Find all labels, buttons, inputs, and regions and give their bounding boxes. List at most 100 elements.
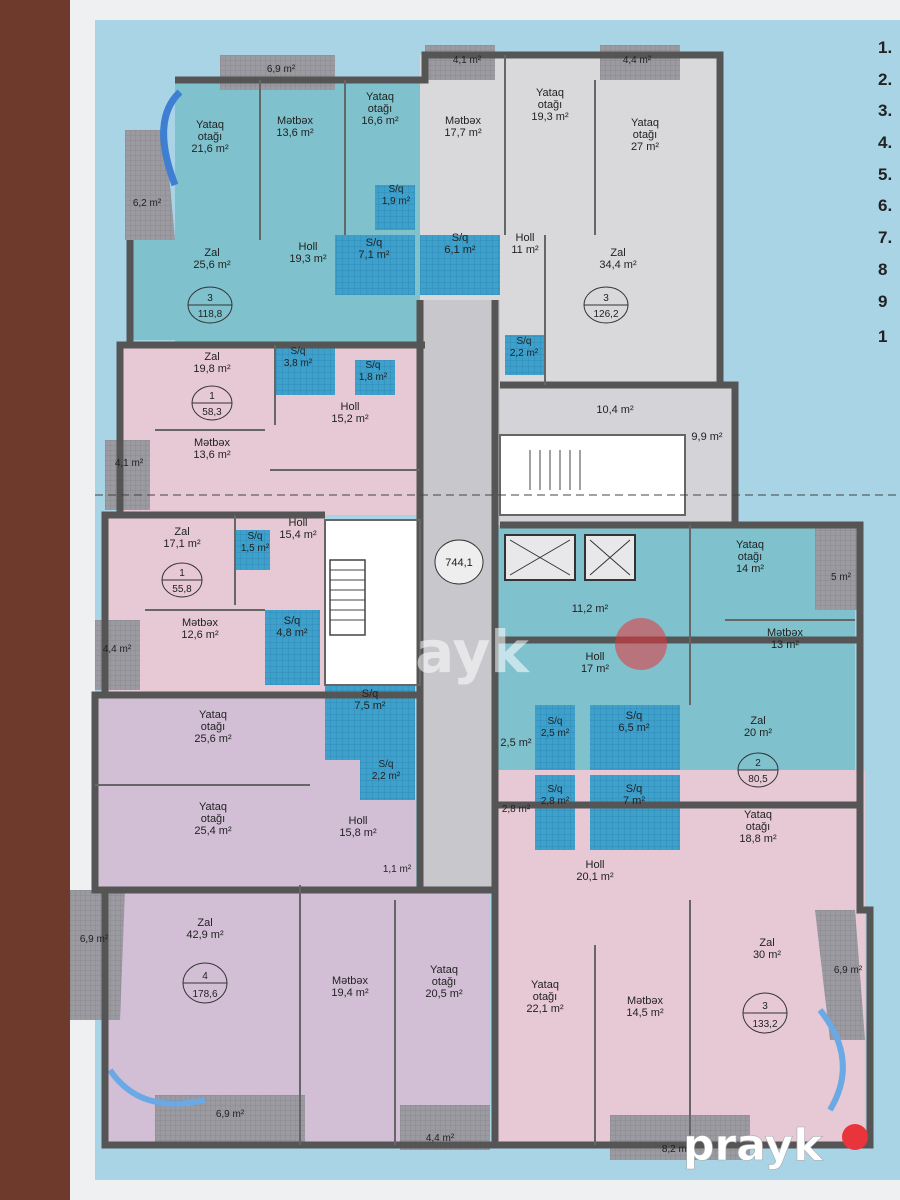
balcony-label: 4,1 m²	[115, 458, 144, 469]
svg-text:prayk: prayk	[345, 618, 530, 686]
room-label: 9,9 m²	[691, 431, 723, 443]
balcony-labels: 6,9 m² 4,1 m² 4,4 m² 6,2 m² 4,1 m² 4,4 m…	[80, 55, 863, 1155]
balcony-label: 4,4 m²	[623, 55, 652, 66]
stairs	[329, 450, 636, 636]
legend-numbers: 1. 2. 3. 4. 5. 6. 7. 8 9 1	[878, 38, 900, 359]
legend-number: 5.	[878, 164, 893, 184]
apt-rooms: 3	[762, 1001, 768, 1012]
balcony-label: 6,2 m²	[133, 198, 162, 209]
corridor-area: 744,1	[445, 557, 473, 569]
balcony-label: 4,4 m²	[426, 1133, 455, 1144]
balcony-label: 4,1 m²	[453, 55, 482, 66]
svg-text:prayk: prayk	[683, 1120, 824, 1171]
apt-rooms: 4	[202, 971, 208, 982]
apt-rooms: 3	[603, 293, 609, 304]
legend-number: 1.	[878, 38, 893, 57]
corridor-total: 744,1	[434, 539, 484, 585]
walls	[91, 51, 900, 1149]
apt-total: 126,2	[593, 309, 618, 320]
legend-number: 4.	[878, 133, 893, 153]
legend-number: 9	[878, 291, 888, 311]
apt-total: 55,8	[172, 584, 192, 595]
room-label: 2,8 m²	[502, 804, 531, 815]
apt-rooms: 3	[207, 293, 213, 304]
balcony-label: 4,4 m²	[103, 644, 132, 655]
bay-window-bottom-left	[107, 1068, 206, 1107]
apt-total: 80,5	[748, 774, 768, 785]
watermark-logo: prayk	[683, 1120, 868, 1171]
balconies	[70, 45, 865, 1160]
legend-number: 1	[878, 327, 888, 347]
balcony-label: 6,9 m²	[834, 965, 863, 976]
legend-number: 2.	[878, 69, 893, 89]
room-label: 1,1 m²	[383, 864, 412, 875]
balcony-label: 5 m²	[831, 572, 852, 583]
legend-number: 7.	[878, 228, 893, 248]
apt-rooms: 2	[755, 758, 761, 769]
apt-rooms: 1	[179, 568, 185, 579]
legend-number: 6.	[878, 196, 893, 216]
legend-number: 8	[878, 259, 888, 279]
room-fills	[95, 55, 865, 1145]
apt-total: 118,8	[198, 309, 223, 320]
bay-window-top	[160, 89, 183, 187]
apt-total: 58,3	[202, 407, 222, 418]
watermark: prayk	[345, 618, 667, 686]
balcony-label: 6,9 m²	[80, 934, 109, 945]
legend-number: 3.	[878, 101, 893, 121]
balcony-label: 6,9 m²	[267, 64, 296, 75]
room-label: 11,2 m²	[572, 603, 609, 615]
balcony-label: 8,2 m²	[662, 1144, 691, 1155]
apt-total: 133,2	[752, 1019, 777, 1030]
bay-window-bottom-right	[817, 1008, 846, 1112]
room-label: 10,4 m²	[596, 404, 634, 416]
balcony-label: 6,9 m²	[216, 1109, 245, 1120]
room-label: 2,5 m²	[500, 737, 532, 749]
